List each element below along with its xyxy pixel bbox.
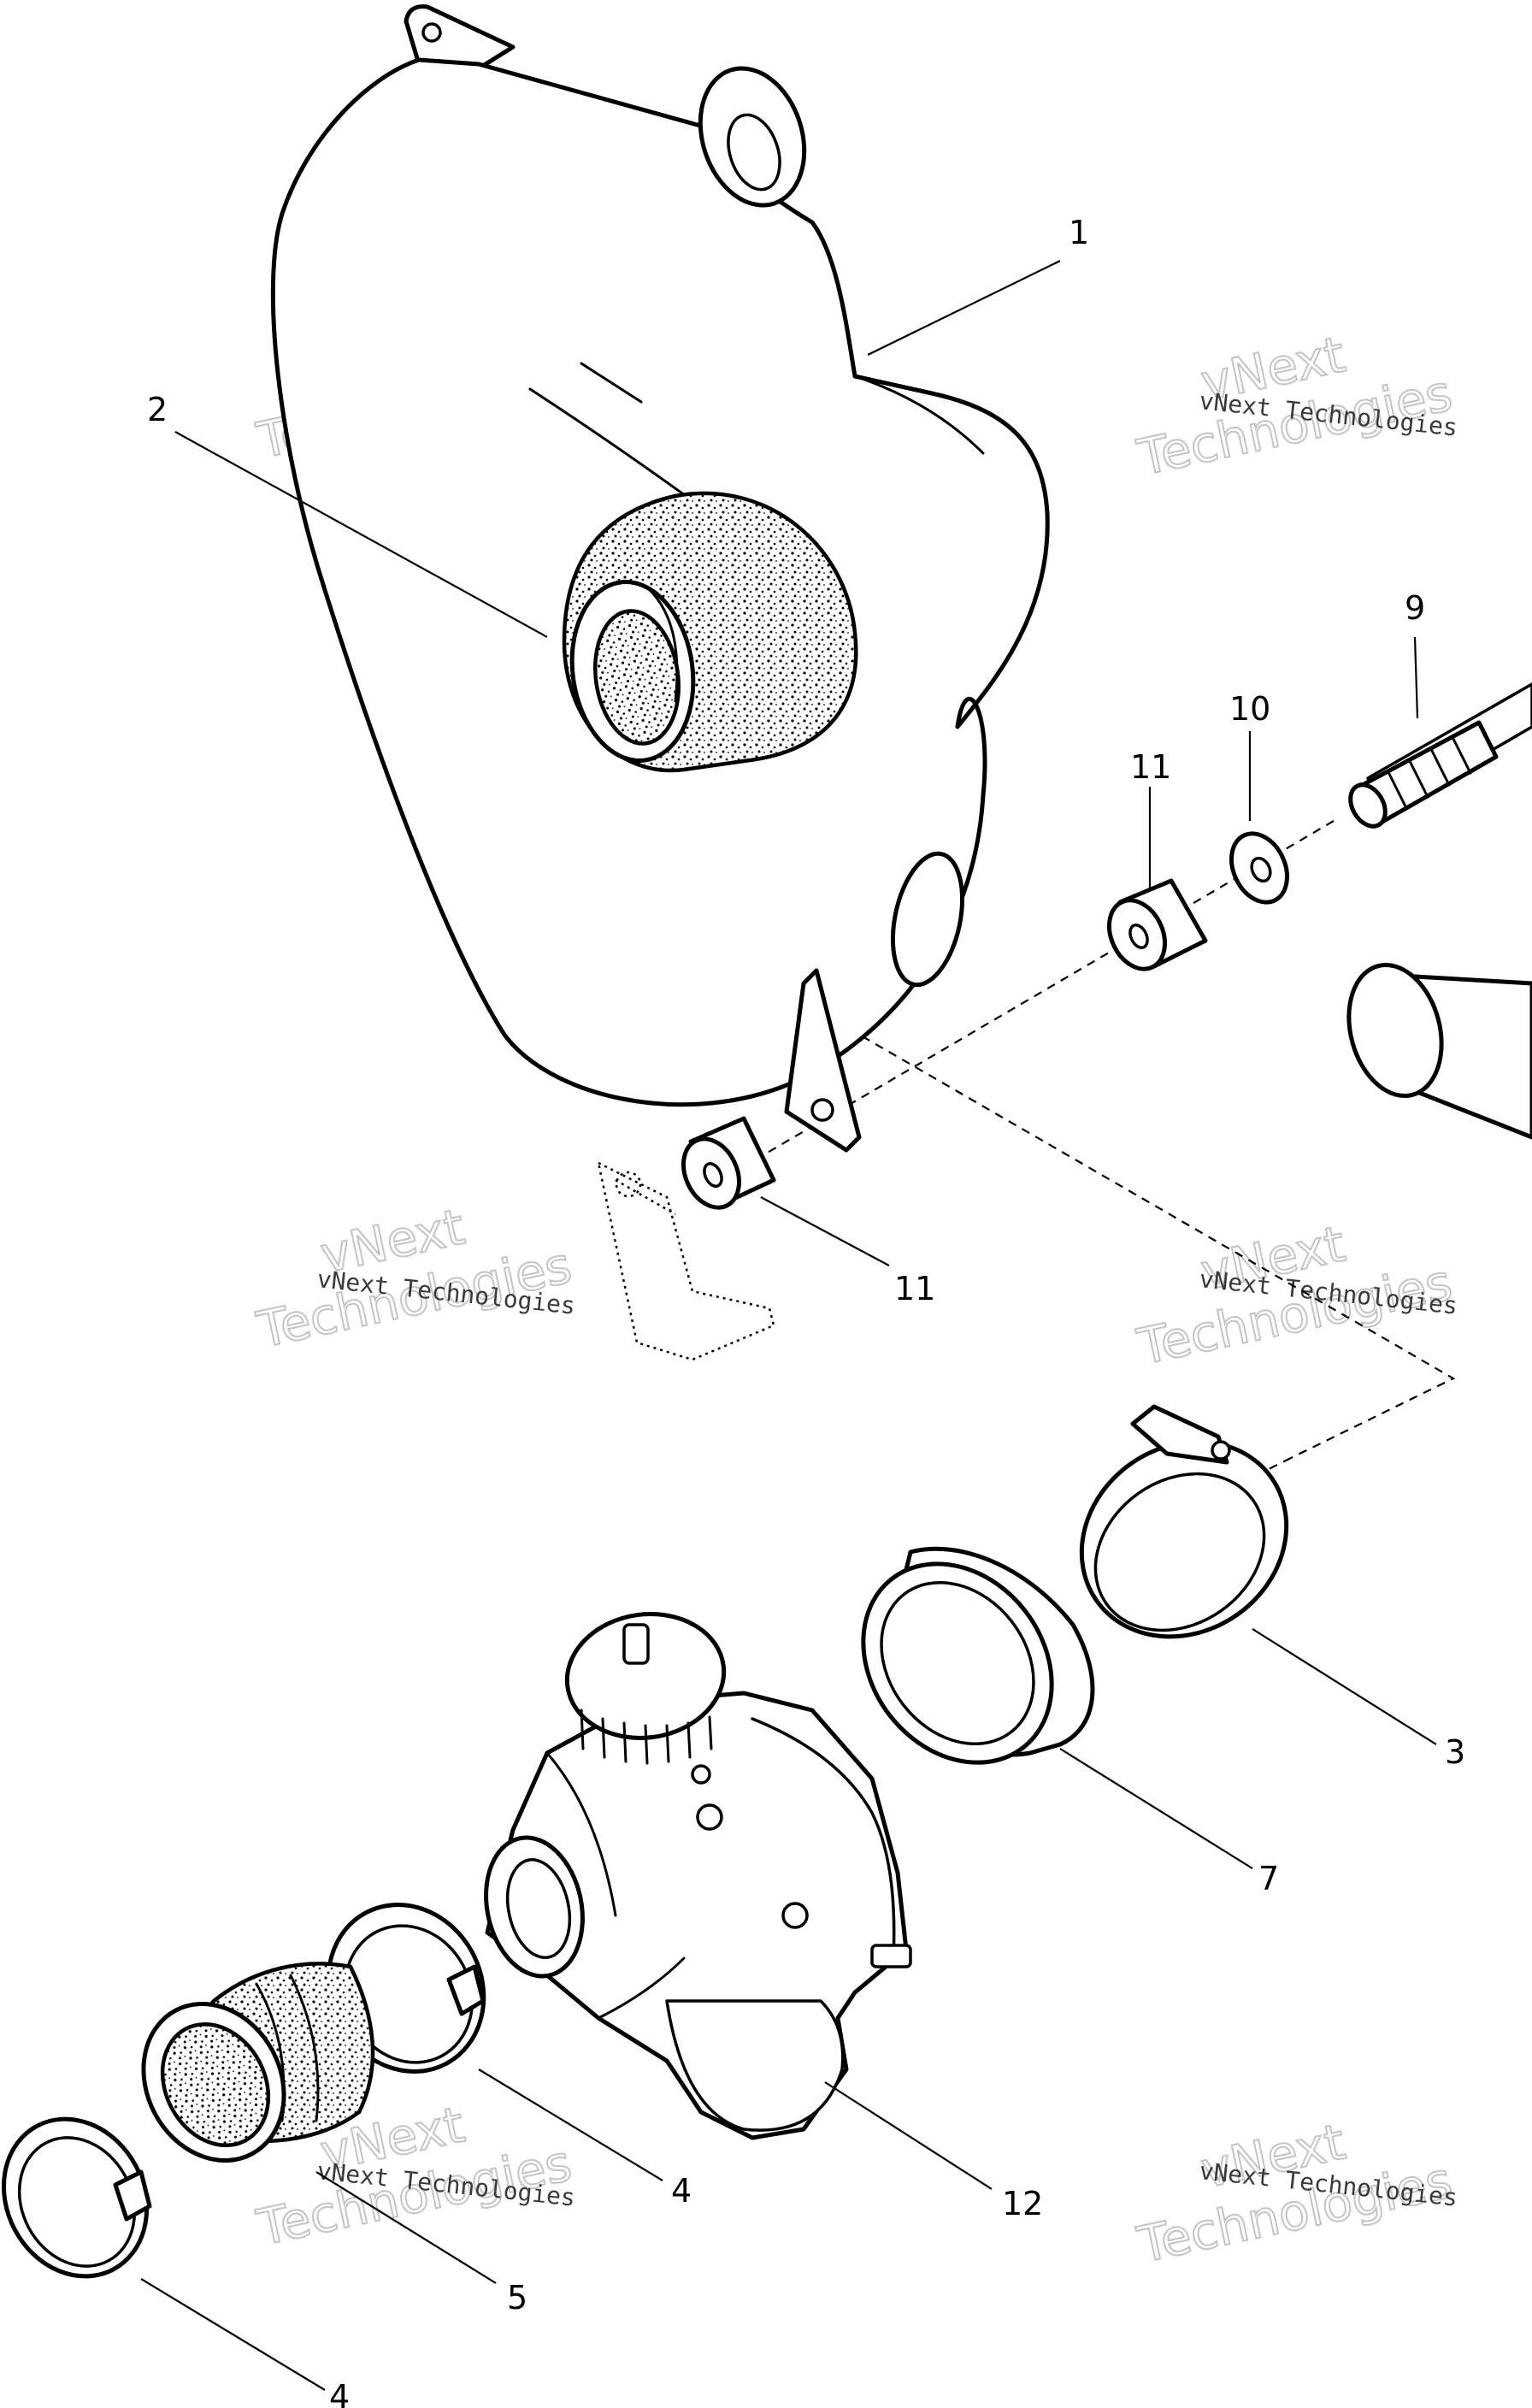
rubber-boot [141, 1962, 375, 2163]
carburetor-screw [781, 1902, 809, 1929]
leader-lines [140, 260, 1437, 2391]
grommet-lower-hole [703, 1162, 723, 1188]
foam-tube-fold [648, 588, 679, 703]
washer-hole [1250, 856, 1272, 883]
leader-5 [315, 2171, 497, 2284]
silencer-outlet-hole [727, 113, 781, 192]
stud [1348, 682, 1532, 829]
hose-stub [1346, 962, 1532, 1140]
callout-5: 5 [507, 2279, 527, 2317]
clamp-lower-screw-housing [113, 2169, 152, 2222]
carburetor-body-line [545, 1751, 617, 1917]
carburetor-cap-nipple [622, 1623, 650, 1665]
carburetor-float-bowl [665, 1999, 845, 2132]
leader-2 [174, 431, 548, 638]
carburetor-screw [696, 1803, 723, 1831]
bracket-inner [615, 1178, 676, 1216]
silencer-side-opening [890, 851, 965, 988]
carburetor-fuel-line [751, 1717, 896, 1960]
carburetor-cap-ridges [580, 1709, 713, 1765]
callout-11-upper: 11 [1130, 748, 1171, 786]
clamp-lower [1, 2116, 152, 2279]
callout-12: 12 [1002, 2185, 1043, 2222]
callout-4-lower: 4 [329, 2378, 350, 2408]
silencer-mounting-tab-top [404, 4, 516, 71]
clamp-upper-screw [1211, 1440, 1231, 1461]
stud-tip [1348, 782, 1388, 829]
leader-1 [867, 260, 1061, 356]
silencer-panel-line [580, 362, 643, 404]
leader-11-lower [760, 1196, 890, 1266]
silencer-panel-line [853, 375, 985, 455]
rubber-boot-inner [160, 2021, 271, 2148]
grommet-upper-hole [1128, 924, 1149, 949]
leader-7 [1059, 1748, 1253, 1869]
clamp-upper-band-inner [1093, 1472, 1266, 1632]
watermark-mid-left: vNext Technologies [251, 1196, 578, 1360]
bracket-hole [615, 1171, 642, 1198]
leader-12 [824, 2081, 993, 2190]
ring-sleeve-inner [880, 1580, 1035, 1746]
foam-intake-tube [562, 491, 858, 773]
grommet-upper [1107, 878, 1208, 971]
grommet-lower [681, 1116, 776, 1210]
bracket-outline [597, 1160, 775, 1361]
clamp-upper [1079, 1404, 1289, 1639]
leader-4-upper [478, 2069, 663, 2181]
clamp-middle-screw-housing [446, 1964, 486, 2016]
callout-4-upper: 4 [671, 2172, 692, 2210]
callout-1: 1 [1069, 214, 1089, 251]
leader-4-lower [140, 2278, 326, 2391]
callouts: 1 2 3 4 4 5 7 9 10 11 11 12 [147, 214, 1465, 2408]
hose-stub-end [1346, 962, 1444, 1099]
stud-axis-centerline [734, 820, 1335, 1172]
callout-10: 10 [1229, 690, 1270, 728]
tab-hole-bottom [810, 1098, 834, 1122]
carburetor-fuel-fitting [870, 1944, 912, 1968]
mounting-bracket-phantom [597, 1160, 775, 1361]
washer [1229, 831, 1289, 905]
callout-9: 9 [1405, 589, 1425, 627]
callout-2: 2 [147, 391, 168, 428]
silencer-mounting-tab-bottom [784, 968, 862, 1153]
leader-3 [1252, 1628, 1437, 1745]
callout-7: 7 [1258, 1860, 1279, 1897]
carburetor-top-cap [564, 1612, 727, 1740]
tab-hole-top [421, 22, 442, 43]
carburetor-screw [691, 1764, 711, 1785]
callout-11-lower: 11 [894, 1270, 935, 1307]
leader-9 [1413, 636, 1419, 719]
carburetor-body-line [597, 1956, 686, 2020]
carburetor-inlet-inner [505, 1858, 572, 1959]
callout-3: 3 [1445, 1733, 1465, 1771]
ring-sleeve [861, 1546, 1095, 1765]
rubber-boot-ribs [255, 1974, 320, 2122]
clamp-lower-band-inner [17, 2136, 137, 2268]
stud-threads [1388, 737, 1472, 810]
carburetor [484, 1612, 912, 2140]
